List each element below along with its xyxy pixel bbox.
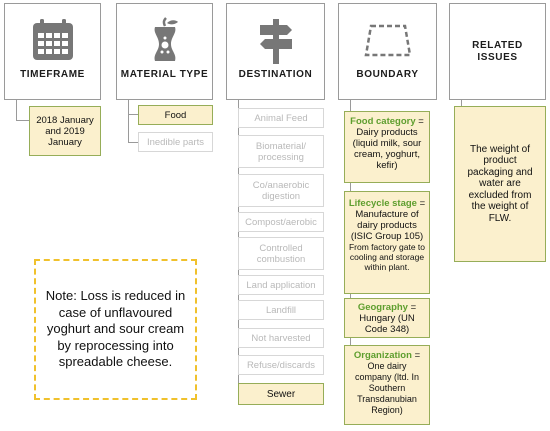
boundary-lifecycle-content: Lifecycle stage = Manufacture of dairy p… — [348, 198, 426, 272]
destination-item-label: Animal Feed — [254, 112, 308, 124]
destination-header: DESTINATION — [226, 3, 325, 100]
material-item-label: Inedible parts — [146, 136, 205, 148]
apple-core-icon — [142, 17, 188, 68]
food-category-label: Food category — [350, 116, 416, 127]
geography-equals: = — [410, 301, 417, 313]
material-connector — [128, 142, 138, 143]
destination-item-label: Landfill — [265, 304, 297, 316]
geography-value: Hungary (UN Code 348) — [359, 312, 415, 335]
note-text: Note: Loss is reduced in case of unflavo… — [45, 288, 186, 370]
organization-label: Organization — [353, 350, 412, 361]
destination-item-animal-feed: Animal Feed — [238, 108, 324, 128]
related-issues-box: The weight of product packaging and wate… — [454, 106, 546, 262]
boundary-lifecycle-stage: Lifecycle stage = Manufacture of dairy p… — [344, 191, 430, 294]
destination-item-label: Not harvested — [251, 332, 311, 344]
boundary-geography-content: Geography = Hungary (UN Code 348) — [348, 302, 426, 335]
destination-item-biomaterial: Biomaterial/ processing — [238, 135, 324, 168]
boundary-food-category-content: Food category = Dairy products (liquid m… — [348, 116, 426, 171]
destination-item-compost: Compost/aerobic — [238, 212, 324, 232]
timeframe-header: TIMEFRAME — [4, 3, 101, 100]
destination-item-label: Compost/aerobic — [245, 216, 317, 228]
related-issues-header: RELATED ISSUES — [449, 3, 546, 100]
timeframe-connector — [16, 100, 17, 121]
related-issues-line-1: RELATED — [472, 40, 523, 51]
boundary-title: BOUNDARY — [356, 69, 419, 80]
lifecycle-label: Lifecycle stage — [348, 198, 417, 209]
calendar-icon — [30, 17, 76, 68]
material-connector — [128, 100, 129, 143]
lifecycle-equals: = — [419, 198, 426, 209]
signpost-icon — [253, 17, 299, 70]
destination-item-label: Refuse/discards — [246, 359, 316, 371]
material-item-food: Food — [138, 105, 213, 125]
lifecycle-note: From factory gate to cooling and storage… — [348, 242, 426, 272]
destination-item-sewer: Sewer — [238, 383, 324, 405]
related-issues-text: The weight of product packaging and wate… — [467, 143, 533, 224]
timeframe-connector — [16, 120, 29, 121]
destination-item-anaerobic-digestion: Co/anaerobic digestion — [238, 174, 324, 207]
related-issues-line-2: ISSUES — [477, 52, 518, 63]
food-category-value: Dairy products (liquid milk, sour cream,… — [352, 127, 422, 171]
destination-item-label: Sewer — [266, 388, 296, 400]
related-issues-title: RELATED ISSUES — [450, 40, 545, 64]
lifecycle-value: Manufacture of dairy products (ISIC Grou… — [350, 209, 424, 242]
destination-item-label: Land application — [246, 279, 316, 291]
destination-item-label: Biomaterial/ processing — [255, 140, 307, 163]
destination-item-landfill: Landfill — [238, 300, 324, 320]
timeframe-value-box: 2018 January and 2019 January — [29, 106, 101, 156]
destination-title: DESTINATION — [238, 69, 313, 80]
boundary-geography: Geography = Hungary (UN Code 348) — [344, 298, 430, 338]
destination-item-controlled-combustion: Controlled combustion — [238, 237, 324, 270]
boundary-food-category: Food category = Dairy products (liquid m… — [344, 111, 430, 183]
destination-item-label: Co/anaerobic digestion — [252, 179, 310, 202]
geography-label: Geography — [357, 301, 408, 313]
material-item-inedible-parts: Inedible parts — [138, 132, 213, 152]
boundary-organization: Organization = One dairy company (ltd. I… — [344, 345, 430, 425]
destination-item-not-harvested: Not harvested — [238, 328, 324, 348]
material-type-header: MATERIAL TYPE — [116, 3, 213, 100]
organization-equals: = — [414, 350, 421, 361]
destination-item-refuse-discards: Refuse/discards — [238, 355, 324, 375]
destination-item-land-application: Land application — [238, 275, 324, 295]
material-connector — [128, 114, 138, 115]
material-type-title: MATERIAL TYPE — [120, 69, 209, 80]
timeframe-title: TIMEFRAME — [20, 69, 85, 80]
destination-item-label: Controlled combustion — [256, 242, 306, 265]
timeframe-value: 2018 January and 2019 January — [36, 114, 94, 148]
food-category-equals: = — [418, 116, 424, 127]
boundary-header: BOUNDARY — [338, 3, 437, 100]
note-box: Note: Loss is reduced in case of unflavo… — [34, 259, 197, 400]
organization-value: One dairy company (ltd. In Southern Tran… — [354, 361, 420, 415]
boundary-icon — [362, 17, 414, 64]
boundary-organization-content: Organization = One dairy company (ltd. I… — [348, 350, 426, 416]
material-item-label: Food — [164, 109, 187, 121]
